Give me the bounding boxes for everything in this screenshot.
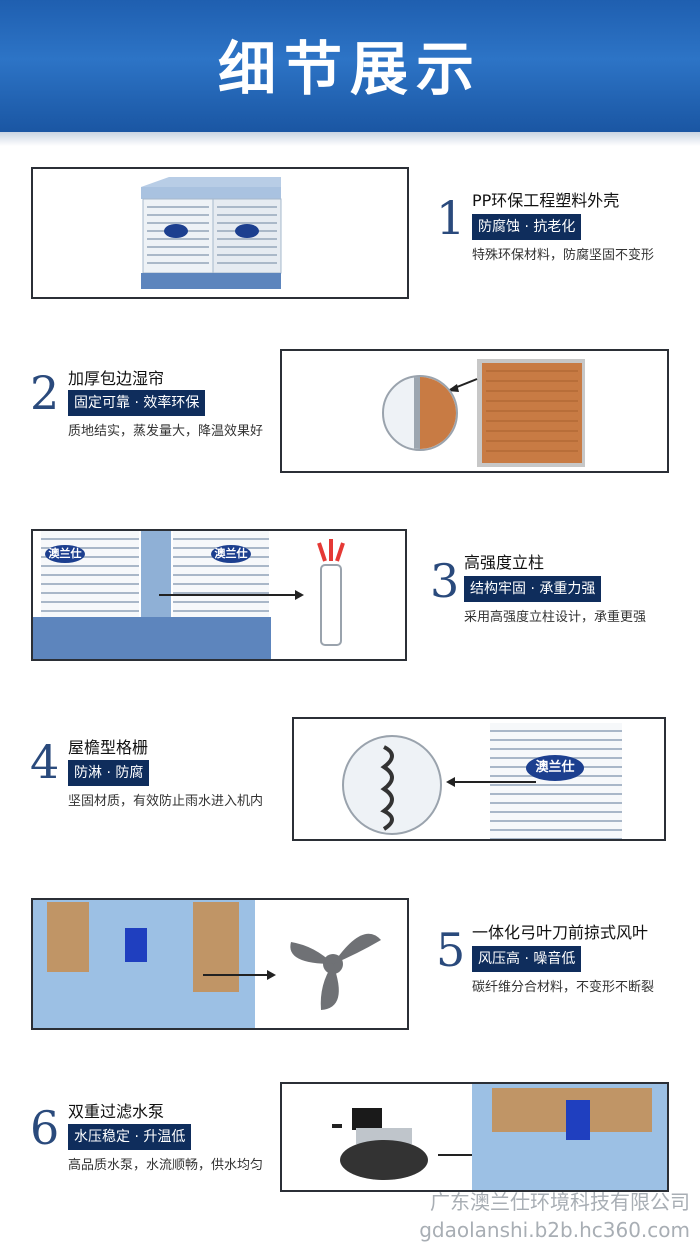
- feature-5-tag: 风压高 · 噪音低: [472, 946, 582, 972]
- fan-blade-illustration: [290, 933, 381, 1010]
- feature-3-title: 高强度立柱: [464, 553, 545, 572]
- feature-1-image: [31, 167, 409, 299]
- feature-3-image: 澳兰仕 澳兰仕: [31, 529, 407, 661]
- product-logo: 澳兰仕: [526, 755, 584, 781]
- watermark-company: 广东澳兰仕环境科技有限公司: [430, 1190, 690, 1214]
- feature-5-title: 一体化弓叶刀前掠式风叶: [472, 923, 649, 942]
- feature-2-image: [280, 349, 669, 473]
- arrow-head: [446, 777, 455, 787]
- feature-6-title: 双重过滤水泵: [68, 1102, 165, 1121]
- grille-left: [41, 531, 139, 617]
- base: [33, 617, 271, 659]
- feature-6-desc: 高品质水泵，水流顺畅，供水均匀: [68, 1158, 264, 1173]
- arrow-line: [203, 974, 269, 976]
- feature-4-number: 4: [30, 735, 60, 789]
- product-logo-right: 澳兰仕: [211, 545, 251, 563]
- feature-4-title: 屋檐型格栅: [68, 738, 149, 757]
- feature-3-desc: 采用高强度立柱设计，承重更强: [464, 610, 647, 625]
- watermark-url: gdaolanshi.b2b.hc360.com: [419, 1218, 690, 1242]
- pump-blue: [566, 1100, 590, 1140]
- feature-2-tag: 固定可靠 · 效率环保: [68, 390, 206, 416]
- feature-5-number: 5: [436, 923, 466, 977]
- feature-5-image: [31, 898, 409, 1030]
- feature-1-number: 1: [436, 191, 466, 245]
- header-shadow: [0, 132, 700, 146]
- feature-2-desc: 质地结实，蒸发量大，降温效果好: [68, 424, 264, 439]
- page-header: 细节展示: [0, 0, 700, 132]
- arrow-line: [438, 1154, 500, 1156]
- cooling-pad-callout: [382, 375, 458, 451]
- product-logo-left: 澳兰仕: [45, 545, 85, 563]
- arrow-head: [295, 590, 304, 600]
- feature-6-tag: 水压稳定 · 升温低: [68, 1124, 192, 1150]
- page-title: 细节展示: [217, 35, 482, 103]
- feature-4-tag: 防淋 · 防腐: [68, 760, 150, 786]
- feature-1-tag: 防腐蚀 · 抗老化: [472, 214, 582, 240]
- feature-6-number: 6: [30, 1101, 60, 1155]
- feature-3-number: 3: [430, 554, 460, 608]
- feature-2-title: 加厚包边湿帘: [68, 369, 165, 388]
- pad-left: [47, 902, 89, 972]
- cooling-pad-illustration: [446, 359, 585, 467]
- feature-2-number: 2: [30, 366, 60, 420]
- air-cooler-illustration: [141, 177, 282, 289]
- louver-callout: [342, 735, 442, 835]
- watermark: 广东澳兰仕环境科技有限公司 gdaolanshi.b2b.hc360.com: [419, 1188, 690, 1244]
- feature-4-desc: 坚固材质，有效防止雨水进入机内: [68, 794, 264, 809]
- grille-right: [173, 531, 269, 617]
- feature-5-desc: 碳纤维分合材料，不变形不断裂: [472, 980, 655, 995]
- feature-1-desc: 特殊环保材料，防腐坚固不变形: [472, 248, 655, 263]
- feature-3-tag: 结构牢固 · 承重力强: [464, 576, 602, 602]
- arrow-line: [159, 594, 297, 596]
- feature-4-image: 澳兰仕: [292, 717, 666, 841]
- arrow-head: [267, 970, 276, 980]
- pad-right: [193, 902, 239, 992]
- feature-1-title: PP环保工程塑料外壳: [472, 191, 620, 210]
- arrow-line: [454, 781, 536, 783]
- pump-blue: [125, 928, 147, 962]
- feature-6-image: [280, 1082, 669, 1192]
- pillar-tube-illustration: [317, 539, 345, 646]
- water-pump-illustration: [332, 1108, 428, 1180]
